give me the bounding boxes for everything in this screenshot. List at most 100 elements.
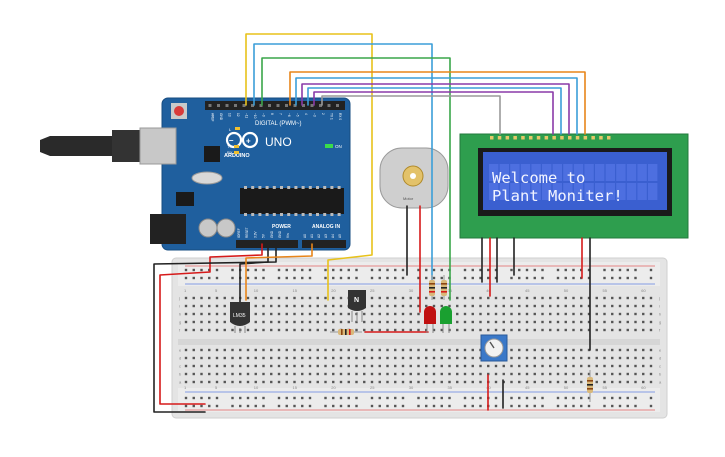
strip-hole <box>231 372 234 376</box>
strip-hole <box>440 304 443 308</box>
rail-hole <box>324 268 327 272</box>
atmega-chip-pins <box>244 186 341 216</box>
chip-pin <box>280 213 283 216</box>
strip-hole <box>432 328 436 332</box>
strip-hole <box>301 372 304 376</box>
motor-shaft <box>410 173 416 179</box>
strip-hole <box>494 320 498 324</box>
strip-hole <box>618 372 622 376</box>
strip-hole <box>254 364 257 368</box>
strip-hole <box>580 372 583 376</box>
digital-pin-label: GND <box>219 113 223 121</box>
strip-hole <box>277 380 281 384</box>
strip-hole <box>370 372 374 376</box>
digital-header <box>205 101 345 110</box>
l-led-label: L <box>229 127 232 132</box>
strip-hole <box>239 356 242 360</box>
rail-hole <box>541 404 544 408</box>
strip-hole <box>401 312 405 316</box>
strip-hole <box>564 364 567 368</box>
strip-hole <box>603 312 606 316</box>
led-green <box>440 306 452 333</box>
rail-hole <box>440 404 443 408</box>
strip-hole <box>518 348 521 352</box>
strip-hole <box>556 312 560 316</box>
lcd-cell <box>648 164 658 181</box>
strip-hole <box>332 364 335 368</box>
strip-hole <box>525 296 529 300</box>
rail-hole <box>184 396 188 400</box>
strip-hole <box>533 320 536 324</box>
strip-hole <box>308 364 312 368</box>
rail-hole <box>603 268 606 272</box>
strip-hole <box>231 356 234 360</box>
strip-hole <box>324 348 327 352</box>
strip-hole <box>308 348 312 352</box>
strip-hole <box>254 312 257 316</box>
rail-hole <box>417 396 420 400</box>
strip-hole <box>223 328 226 332</box>
rail-hole <box>386 396 389 400</box>
strip-hole <box>510 312 513 316</box>
rail-hole <box>301 276 304 280</box>
strip-hole <box>580 328 583 332</box>
rail-hole <box>277 268 281 272</box>
chip-pin <box>323 186 327 189</box>
strip-hole <box>417 296 420 300</box>
strip-hole <box>355 348 358 352</box>
top-rail-holes <box>184 268 653 280</box>
strip-hole <box>285 356 288 360</box>
strip-hole <box>533 380 536 384</box>
strip-hole <box>525 364 529 368</box>
digital-pin <box>319 104 322 107</box>
strip-hole <box>293 304 296 308</box>
lcd-cell <box>595 164 605 181</box>
lcd-cell <box>605 164 615 181</box>
lcd-cell <box>531 183 541 200</box>
rail-hole <box>262 276 265 280</box>
lcd-cell <box>573 183 584 200</box>
rail-hole <box>254 268 257 272</box>
strip-hole <box>378 356 381 360</box>
rail-hole <box>587 276 591 280</box>
strip-hole <box>518 328 521 332</box>
strip-hole <box>425 328 428 332</box>
strip-hole <box>649 304 653 308</box>
strip-hole <box>463 356 467 360</box>
wire-blue-lcd <box>295 77 578 135</box>
rail-hole <box>440 396 443 400</box>
rail-hole <box>308 276 312 280</box>
strip-hole <box>386 380 389 384</box>
rail-hole <box>293 396 296 400</box>
strip-hole <box>649 348 653 352</box>
strip-hole <box>471 296 474 300</box>
strip-hole <box>200 312 203 316</box>
led-red-body <box>424 306 436 324</box>
strip-hole <box>549 304 552 308</box>
row-letter: i <box>659 304 660 309</box>
strip-hole <box>595 380 598 384</box>
strip-hole <box>541 328 544 332</box>
strip-hole <box>618 304 622 308</box>
rail-hole <box>417 404 420 408</box>
strip-hole <box>471 312 474 316</box>
wire-gray-lcd <box>321 95 501 135</box>
strip-hole <box>494 304 498 308</box>
rail-hole <box>626 276 629 280</box>
strip-hole <box>262 296 265 300</box>
strip-hole <box>417 348 420 352</box>
rail-hole <box>494 276 498 280</box>
digital-pin <box>251 104 254 107</box>
rail-hole <box>347 396 350 400</box>
strip-hole <box>448 372 451 376</box>
strip-hole <box>518 380 521 384</box>
resistor-base-band-2 <box>345 329 347 335</box>
strip-hole <box>208 296 211 300</box>
strip-hole <box>603 304 606 308</box>
strip-hole <box>270 380 273 384</box>
chip-pin <box>301 213 305 216</box>
strip-hole <box>525 320 529 324</box>
strip-hole <box>285 364 288 368</box>
rail-hole <box>215 268 219 272</box>
